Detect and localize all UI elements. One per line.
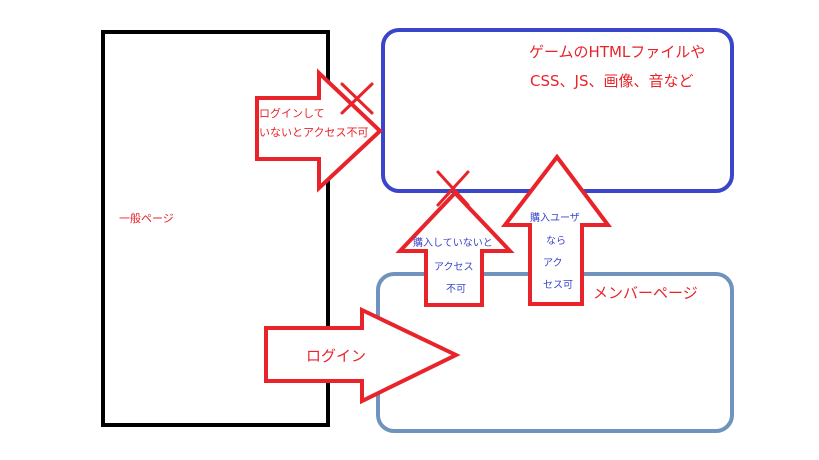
purchased-arrow-line1: 購入ユーザ (530, 211, 580, 224)
login-arrow (264, 306, 461, 405)
no-login-cross-icon (340, 82, 374, 115)
no-login-arrow-line2: いないとアクセス不可 (259, 126, 368, 139)
purchased-arrow-line2: なら (546, 235, 566, 247)
game-files-line1: ゲームのHTMLファイルや (529, 43, 705, 61)
not-purchased-cross-icon (436, 170, 470, 207)
login-arrow-label: ログイン (306, 347, 366, 365)
not-purchased-arrow (395, 190, 515, 307)
purchased-arrow-line4: セス可 (543, 279, 573, 291)
not-purchased-arrow-line2: アクセス (434, 261, 474, 273)
member-page-label: メンバーページ (593, 284, 698, 302)
general-page-box (101, 30, 330, 427)
not-purchased-arrow-line3: 不可 (446, 284, 466, 295)
no-login-arrow-line1: ログインして (259, 106, 325, 120)
purchased-arrow (500, 153, 612, 306)
purchased-arrow-line3: アク (543, 257, 563, 269)
game-files-line2: CSS、JS、画像、音など (530, 72, 693, 90)
no-login-arrow (255, 68, 383, 193)
not-purchased-arrow-line1: 購入していないと (413, 236, 493, 249)
general-page-label: 一般ページ (119, 212, 174, 225)
